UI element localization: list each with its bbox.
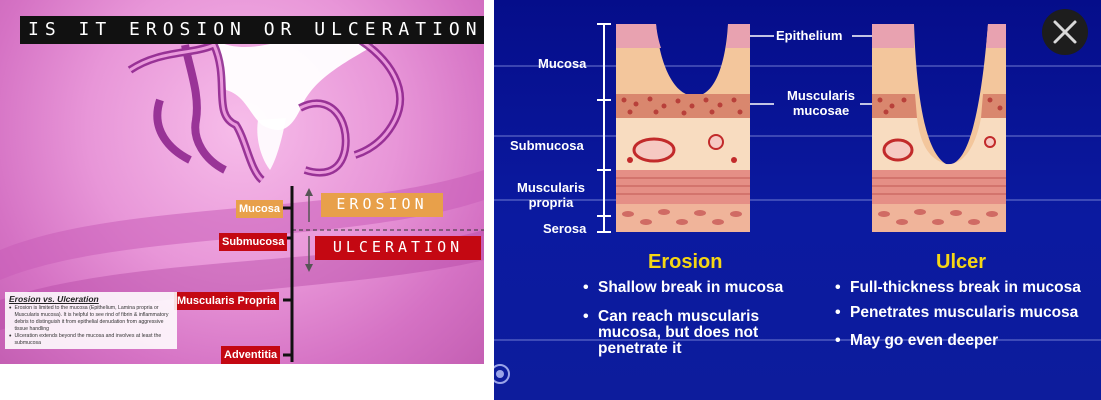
erosion-tag: EROSION xyxy=(321,193,443,217)
erosion-bullet-list: Shallow break in mucosa Can reach muscul… xyxy=(580,280,820,366)
diagram-label-epithelium: Epithelium xyxy=(776,28,843,43)
close-button[interactable] xyxy=(1042,9,1088,55)
ulcer-heading: Ulcer xyxy=(936,251,987,273)
diagram-slide: Mucosa Submucosa Muscularis propria Sero… xyxy=(494,0,1101,400)
diagram-label-serosa: Serosa xyxy=(543,221,587,236)
diagram-label-muscularis-propria: Muscularis propria xyxy=(517,180,585,210)
diagram-label-submucosa: Submucosa xyxy=(510,138,584,153)
erosion-heading: Erosion xyxy=(648,251,723,273)
erosion-ulcer-diagram xyxy=(494,23,1101,341)
app-logo-icon xyxy=(494,364,510,384)
legend-item: •Ulceration extends beyond the mucosa an… xyxy=(9,333,173,347)
close-icon xyxy=(1053,20,1077,44)
erosion-bullet: Shallow break in mucosa xyxy=(580,280,820,297)
diagram-label-muscularis-mucosae: Muscularis mucosae xyxy=(787,88,855,118)
legend-heading: Erosion vs. Ulceration xyxy=(9,294,99,304)
erosion-diagram-block xyxy=(616,24,750,232)
label-submucosa: Submucosa xyxy=(219,233,288,251)
label-muscularis-propria: Muscularis Propria xyxy=(174,292,280,310)
diagram-label-mucosa: Mucosa xyxy=(538,56,587,71)
ulcer-bullet: Penetrates muscularis mucosa xyxy=(832,305,1094,322)
legend-item-text: Ulceration extends beyond the mucosa and… xyxy=(14,333,162,346)
ulceration-tag: ULCERATION xyxy=(315,236,481,260)
legend-item: •Erosion is limited to the mucosa (Epith… xyxy=(9,305,173,333)
ulcer-bullet: Full-thickness break in mucosa xyxy=(832,280,1094,297)
legend-box: Erosion vs. Ulceration •Erosion is limit… xyxy=(5,292,177,349)
label-mucosa: Mucosa xyxy=(236,200,283,218)
ulcer-diagram-block xyxy=(872,24,1006,232)
ulcer-bullet: May go even deeper xyxy=(832,333,1094,350)
histology-slide: IS IT EROSION OR ULCERATION? Mucosa Subm… xyxy=(0,0,484,364)
erosion-bullet: Can reach muscularis mucosa, but does no… xyxy=(580,309,820,357)
label-adventitia: Adventitia xyxy=(221,346,281,364)
slide-title: IS IT EROSION OR ULCERATION? xyxy=(20,16,484,44)
ulcer-bullet-list: Full-thickness break in mucosa Penetrate… xyxy=(832,280,1094,358)
legend-item-text: Erosion is limited to the mucosa (Epithe… xyxy=(14,305,169,332)
